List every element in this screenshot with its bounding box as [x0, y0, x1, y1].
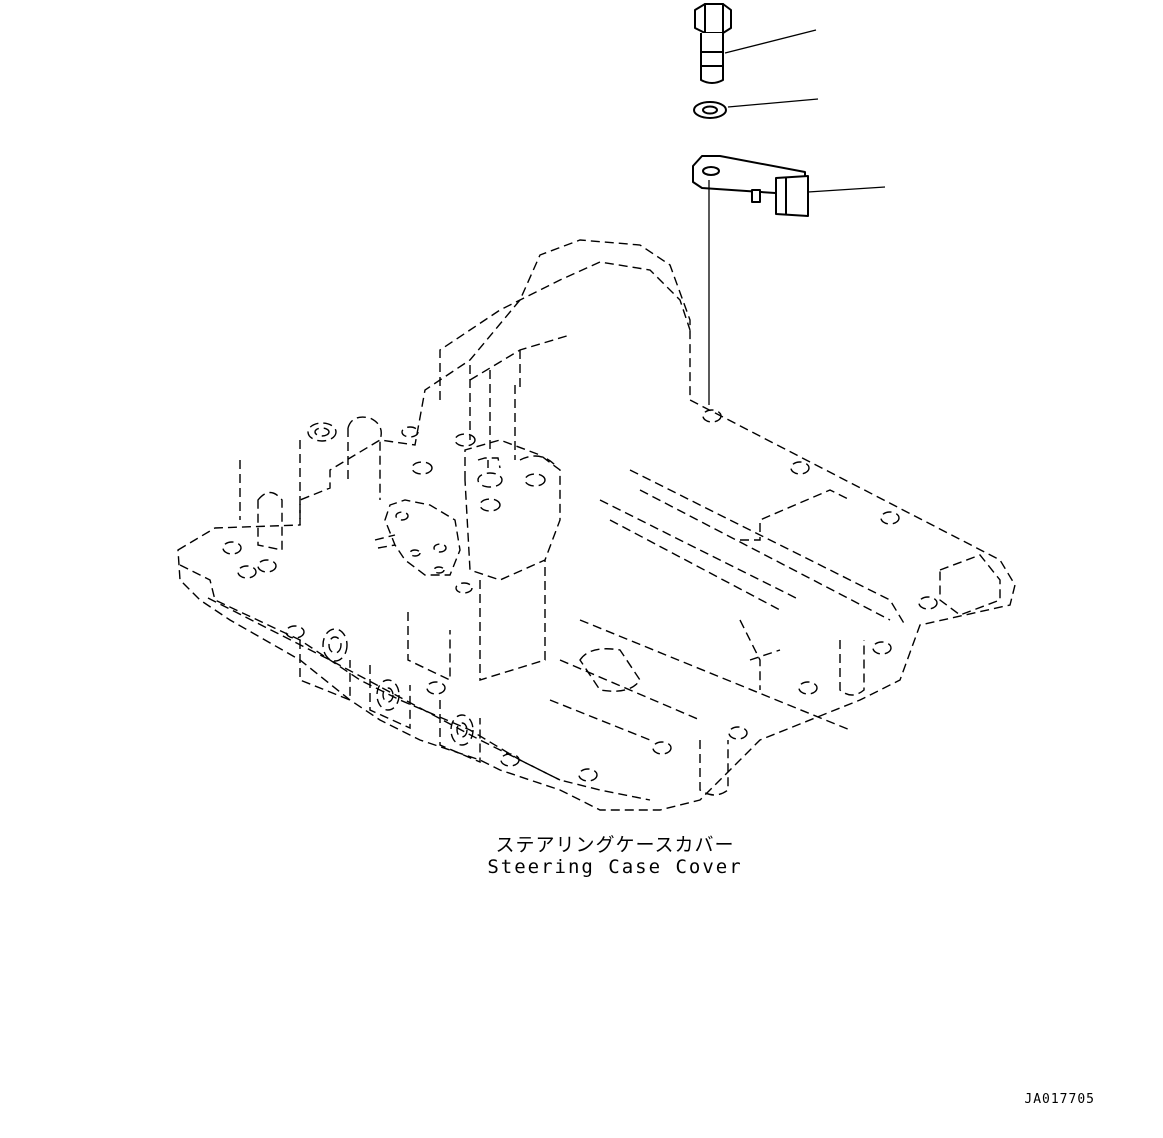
part-caption-english: Steering Case Cover: [487, 856, 743, 878]
bracket-icon: [692, 155, 886, 217]
washer-icon: [693, 98, 819, 119]
steering-case-cover-icon: [177, 239, 1016, 811]
part-caption-japanese: ステアリングケースカバー: [495, 834, 735, 856]
bolt-icon: [694, 3, 817, 84]
drawing-number: JA017705: [1024, 1092, 1095, 1107]
